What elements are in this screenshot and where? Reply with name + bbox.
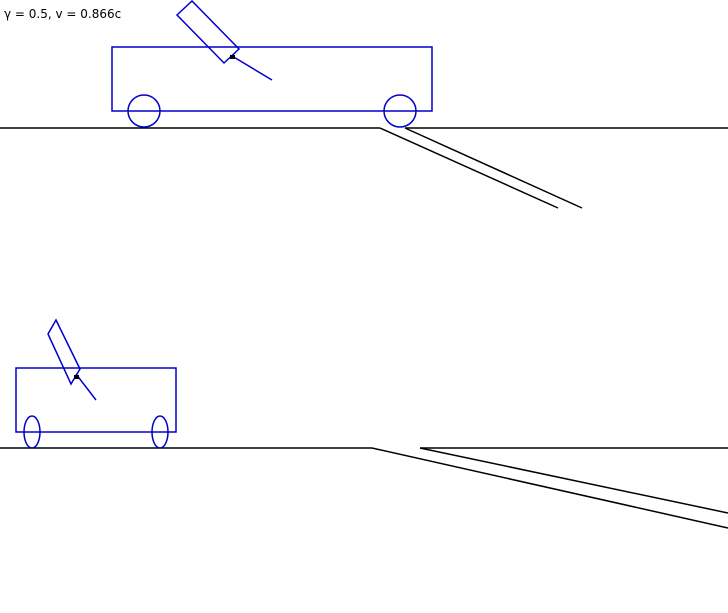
bottom-car-switch-rod [75,373,97,401]
bottom-car-rear-wheel [151,415,169,449]
top-car-body [111,46,433,112]
bottom-car-front-wheel [23,415,41,449]
bottom-car-switch-arm [47,318,81,386]
top-track-branch-lower [379,127,559,209]
bottom-panel [0,318,728,529]
top-track-branch-upper [404,127,583,209]
top-car-front-wheel [127,94,161,128]
top-car-pivot [230,55,235,59]
bottom-track-branch-lower [371,447,728,529]
bottom-track [0,447,728,529]
top-panel [0,0,728,209]
top-car-rear-wheel [383,94,417,128]
top-car-switch-rod [231,55,273,81]
top-track [0,127,728,209]
top-car-switch-arm [175,0,241,65]
bottom-car-pivot [74,375,79,379]
top-car [111,0,433,128]
bottom-car [15,318,177,449]
bottom-track-branch-upper [419,447,728,514]
gamma-velocity-caption: γ = 0.5, v = 0.866c [4,7,121,21]
bottom-car-body [15,367,177,433]
